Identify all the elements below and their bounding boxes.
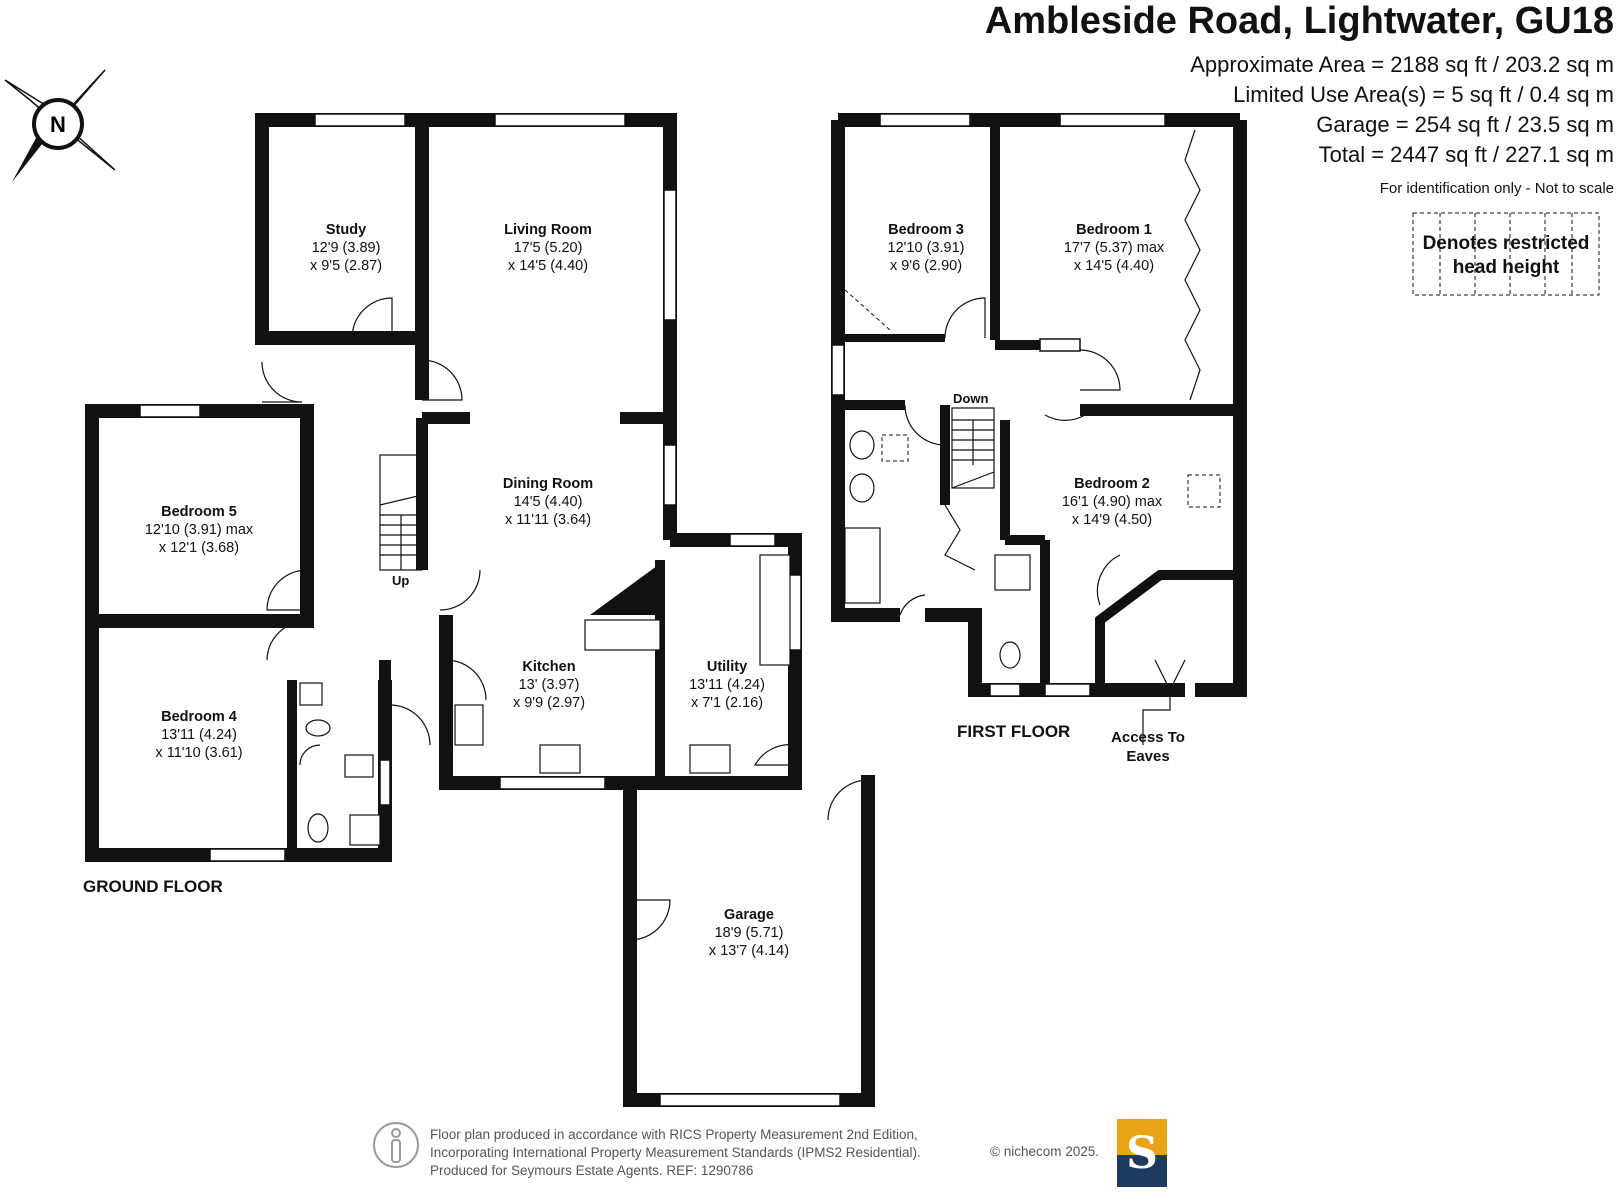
doors bbox=[261, 297, 869, 941]
seymours-logo-icon bbox=[1117, 1119, 1167, 1187]
room-name: Dining Room bbox=[502, 476, 594, 492]
room-dim: 14'5 (4.40) bbox=[513, 494, 583, 510]
person-icon bbox=[373, 1122, 419, 1168]
eaves-line: Access To bbox=[1111, 729, 1185, 746]
first-floor-fixtures bbox=[844, 430, 1031, 669]
room-name: Living Room bbox=[504, 222, 592, 238]
room-dim: 12'9 (3.89) bbox=[311, 240, 381, 256]
room-name: Study bbox=[325, 222, 367, 238]
room-dim: x 9'5 (2.87) bbox=[309, 258, 383, 274]
chimney-breast bbox=[416, 200, 428, 290]
room-name: Bedroom 5 bbox=[161, 504, 237, 520]
room-name: Bedroom 3 bbox=[888, 222, 964, 238]
garage-area: Garage = 254 sq ft / 23.5 sq m bbox=[1316, 112, 1614, 137]
first-floor-windows bbox=[831, 113, 1166, 697]
room-dim: x 12'1 (3.68) bbox=[158, 540, 240, 556]
copyright: © nichecom 2025. bbox=[990, 1144, 1100, 1159]
room-kitchen: Kitchen 13' (3.97) x 9'9 (2.97) bbox=[513, 658, 585, 712]
room-garage: Garage 18'9 (5.71) x 13'7 (4.14) bbox=[709, 906, 789, 960]
first-floor-label: FIRST FLOOR bbox=[957, 722, 1071, 741]
room-name: Kitchen bbox=[522, 659, 576, 675]
first-floor-walls bbox=[831, 113, 1247, 697]
compass-icon bbox=[4, 69, 116, 182]
stairs-down-label: Down bbox=[953, 391, 989, 406]
ground-floor-windows bbox=[139, 113, 841, 1107]
kitchen-corner bbox=[590, 560, 665, 615]
footer-line: Incorporating International Property Mea… bbox=[430, 1145, 921, 1160]
room-dim: x 7'1 (2.16) bbox=[690, 695, 764, 711]
total-area: Total = 2447 sq ft / 227.1 sq m bbox=[1318, 142, 1614, 167]
wardrobe bbox=[1184, 129, 1201, 401]
room-dim: 16'1 (4.90) max bbox=[1061, 494, 1163, 510]
room-name: Bedroom 2 bbox=[1074, 476, 1150, 492]
compass-letter: N bbox=[50, 112, 66, 137]
approx-area: Approximate Area = 2188 sq ft / 203.2 sq… bbox=[1190, 52, 1614, 77]
room-bedroom-2: Bedroom 2 16'1 (4.90) max x 14'9 (4.50) bbox=[1062, 475, 1162, 529]
eaves-pointer bbox=[1142, 690, 1171, 745]
room-study: Study 12'9 (3.89) x 9'5 (2.87) bbox=[310, 221, 382, 275]
footer-line: Produced for Seymours Estate Agents. REF… bbox=[430, 1163, 754, 1178]
room-dim: x 11'10 (3.61) bbox=[155, 745, 243, 761]
room-dim: x 9'9 (2.97) bbox=[512, 695, 586, 711]
restricted-legend-line1: Denotes restricted bbox=[1422, 233, 1590, 254]
stairs-up-label: Up bbox=[392, 573, 410, 588]
room-dim: 12'10 (3.91) max bbox=[144, 522, 254, 538]
room-dim: x 9'6 (2.90) bbox=[889, 258, 963, 274]
room-dim: x 13'7 (4.14) bbox=[708, 943, 790, 959]
scale-note: For identification only - Not to scale bbox=[1379, 180, 1614, 197]
footer-text: Floor plan produced in accordance with R… bbox=[430, 1126, 921, 1180]
room-dim: 17'5 (5.20) bbox=[513, 240, 583, 256]
room-dim: x 14'9 (4.50) bbox=[1071, 512, 1153, 528]
eaves-line: Eaves bbox=[1126, 748, 1170, 765]
room-dim: 13' (3.97) bbox=[518, 677, 580, 693]
room-dining-room: Dining Room 14'5 (4.40) x 11'11 (3.64) bbox=[503, 475, 593, 529]
footer-line: Floor plan produced in accordance with R… bbox=[430, 1127, 918, 1142]
room-bedroom-1: Bedroom 1 17'7 (5.37) max x 14'5 (4.40) bbox=[1064, 221, 1164, 275]
room-name: Bedroom 1 bbox=[1076, 222, 1152, 238]
access-to-eaves-label: Access To Eaves bbox=[1111, 728, 1185, 766]
room-dim: x 11'11 (3.64) bbox=[504, 512, 592, 528]
room-name: Utility bbox=[706, 659, 748, 675]
first-floor-stairs bbox=[951, 407, 995, 489]
ground-floor-stairs bbox=[379, 454, 423, 571]
room-name: Bedroom 4 bbox=[161, 709, 237, 725]
restricted-legend-line2: head height bbox=[1452, 257, 1560, 278]
room-dim: 13'11 (4.24) bbox=[161, 727, 237, 743]
room-dim: 17'7 (5.37) max bbox=[1063, 240, 1165, 256]
room-name: Garage bbox=[724, 907, 774, 923]
page-title: Ambleside Road, Lightwater, GU18 bbox=[984, 0, 1614, 42]
fixtures bbox=[299, 554, 791, 846]
room-bedroom-4: Bedroom 4 13'11 (4.24) x 11'10 (3.61) bbox=[155, 708, 242, 762]
room-utility: Utility 13'11 (4.24) x 7'1 (2.16) bbox=[689, 658, 765, 712]
restricted-legend: Denotes restricted head height bbox=[1413, 232, 1599, 280]
ground-floor-label: GROUND FLOOR bbox=[83, 877, 223, 896]
logo-letter: S bbox=[1126, 1128, 1158, 1179]
room-bedroom-3: Bedroom 3 12'10 (3.91) x 9'6 (2.90) bbox=[888, 221, 965, 275]
room-dim: x 14'5 (4.40) bbox=[507, 258, 589, 274]
limited-use-area: Limited Use Area(s) = 5 sq ft / 0.4 sq m bbox=[1233, 82, 1614, 107]
restricted-head-height-boxes bbox=[844, 212, 1600, 508]
room-dim: x 14'5 (4.40) bbox=[1073, 258, 1155, 274]
room-dim: 13'11 (4.24) bbox=[689, 677, 765, 693]
room-bedroom-5: Bedroom 5 12'10 (3.91) max x 12'1 (3.68) bbox=[145, 503, 253, 557]
room-dim: 18'9 (5.71) bbox=[714, 925, 784, 941]
room-living-room: Living Room 17'5 (5.20) x 14'5 (4.40) bbox=[504, 221, 592, 275]
room-dim: 12'10 (3.91) bbox=[887, 240, 965, 256]
